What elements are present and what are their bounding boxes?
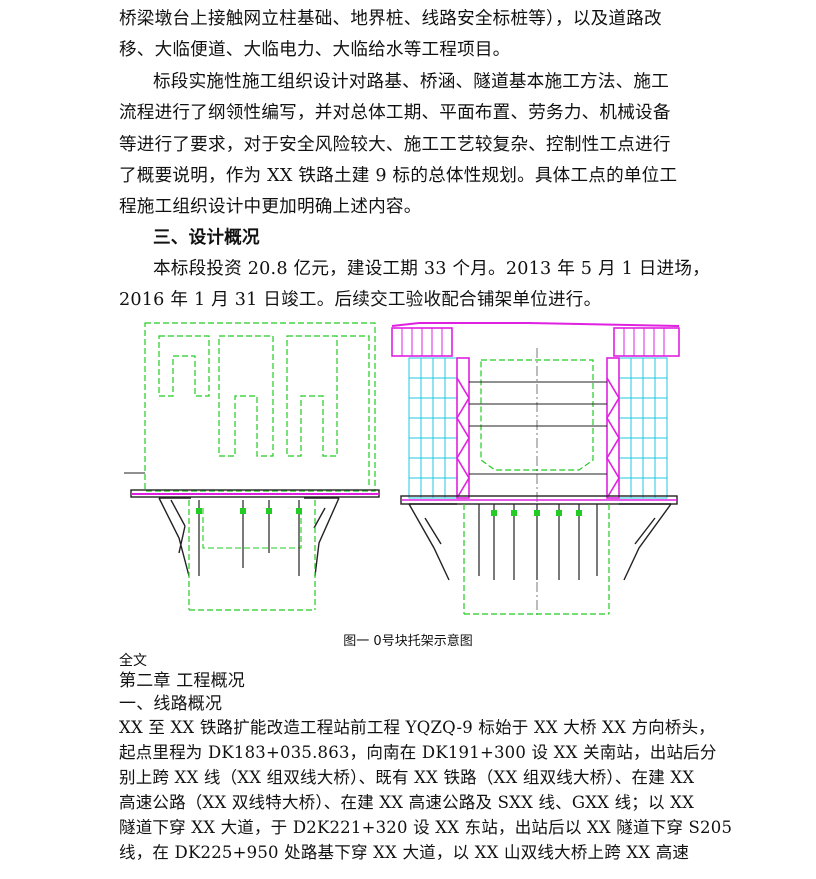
cell-outline — [218, 335, 274, 457]
paragraph-line: 等进行了要求，对于安全风险较大、施工工艺较复杂、控制性工点进行 — [119, 135, 671, 155]
fulltext-label: 全文 — [119, 653, 147, 669]
pier-inner-outline — [202, 508, 302, 549]
paragraph-line: 桥梁墩台上接触网立柱基础、地界桩、线路安全标桩等），以及道路改 — [119, 9, 662, 29]
cell-outline — [286, 335, 338, 457]
right-bracket — [304, 497, 340, 577]
paragraph-line: 起点里程为 DK183+035.863，向南在 DK191+300 设 XX 关… — [119, 743, 717, 762]
left-elevation-drawing — [124, 322, 380, 611]
figure-caption: 图一 0号块托架示意图 — [343, 634, 473, 649]
hanger-rods — [198, 500, 300, 576]
paragraph-line: 流程进行了纲领性编写，并对总体工期、平面布置、劳务力、机械设备 — [119, 103, 671, 123]
bracket-diagram-figure — [124, 322, 680, 618]
cell-outline — [341, 335, 370, 486]
right-scaffold-grid — [618, 357, 668, 499]
right-formwork — [613, 327, 680, 357]
paragraph-line: 线，在 DK225+950 处路基下穿 XX 大道，以 XX 山双线大桥上跨 X… — [119, 843, 690, 862]
paragraph-line: 高速公路（XX 双线特大桥）、在建 XX 高速公路及 SXX 线、GXX 线；以… — [119, 793, 695, 812]
right-bracket — [619, 503, 672, 581]
paragraph-line: 了概要说明，作为 XX 铁路土建 9 标的总体性规划。具体工点的单位工 — [119, 166, 678, 186]
left-bracket — [408, 503, 457, 581]
section-heading: 一、线路概况 — [119, 694, 223, 714]
pier-outline — [188, 500, 316, 611]
paragraph-line: 标段实施性施工组织设计对路基、桥涵、隧道基本施工方法、施工 — [153, 72, 670, 92]
deck-top — [391, 322, 680, 327]
rod-anchors — [491, 510, 582, 516]
pier-outline — [463, 504, 610, 615]
hanger-rods — [478, 504, 598, 580]
left-bracket — [158, 497, 191, 577]
paragraph-line: XX 至 XX 铁路扩能改造工程站前工程 YQZQ-9 标始于 XX 大桥 XX… — [119, 718, 715, 737]
paragraph-line: 移、大临便道、大临电力、大临给水等工程项目。 — [119, 40, 511, 60]
girder-outline — [144, 322, 376, 492]
inner-tie-lines — [469, 381, 607, 475]
formwork-hatch — [401, 328, 665, 356]
inner-trusses — [456, 357, 620, 499]
paragraph-line: 2016 年 1 月 31 日竣工。后续交工验收配合铺架单位进行。 — [119, 290, 602, 310]
rod-anchors — [196, 508, 302, 514]
paragraph-line: 隧道下穿 XX 大道，于 D2K221+320 设 XX 东站，出站后以 XX … — [119, 818, 733, 837]
left-scaffold-grid — [408, 357, 458, 499]
paragraph-line: 别上跨 XX 线（XX 组双线大桥）、既有 XX 铁路（XX 组双线大桥）、在建… — [119, 768, 695, 787]
paragraph-line: 程施工组织设计中更加明确上述内容。 — [119, 197, 422, 217]
paragraph-line: 本标段投资 20.8 亿元，建设工期 33 个月。2013 年 5 月 1 日进… — [153, 259, 710, 279]
inner-chamber-outline — [480, 359, 594, 471]
cell-outline — [158, 335, 210, 397]
right-section-drawing — [391, 322, 680, 618]
section-heading: 三、设计概况 — [153, 227, 260, 248]
chapter-heading: 第二章 工程概况 — [119, 671, 246, 691]
